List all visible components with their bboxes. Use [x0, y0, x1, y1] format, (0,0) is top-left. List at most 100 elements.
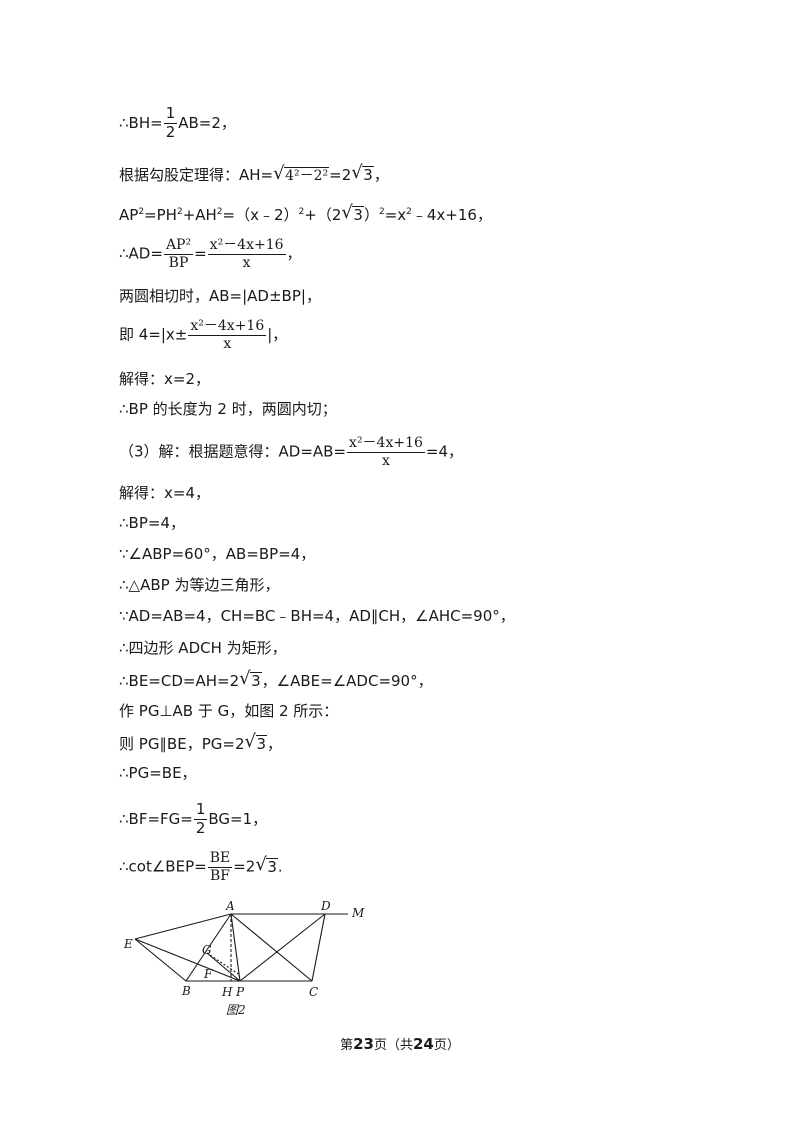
segment-gf-dashed	[206, 952, 241, 976]
sup: 2	[298, 207, 305, 217]
frac-num: 1	[193, 800, 208, 820]
text: =4，	[425, 442, 464, 461]
line-bp-length: ∴BP 的长度为 2 时，两圆内切；	[119, 400, 337, 418]
figure-caption: 图2	[226, 1003, 246, 1017]
line-bp: ∴BP=4，	[119, 514, 185, 532]
line-pythagoras: 根据勾股定理得：AH=√4²－2²=2√3，	[119, 162, 389, 184]
sup: 2	[216, 207, 223, 217]
frac-den: 2	[195, 818, 206, 837]
text: =（x﹣2）	[222, 206, 299, 224]
segment-ab	[185, 913, 232, 982]
segment-ac	[230, 913, 313, 982]
segment-gp	[206, 952, 241, 982]
text: =	[194, 244, 207, 263]
frac-num: BE	[207, 850, 233, 868]
frac-num: x²－4x+16	[207, 237, 286, 255]
text: 第	[340, 1038, 354, 1053]
text: ）	[363, 206, 379, 224]
text: +（2	[304, 206, 342, 224]
sqrt: √3	[351, 162, 374, 184]
text: AP	[119, 206, 139, 224]
text: ﹣4x+16，	[411, 206, 492, 224]
page-total: 24	[413, 1035, 434, 1053]
sqrt: √4²－2²	[273, 163, 330, 184]
label-p: P	[235, 985, 245, 999]
sup: 2	[406, 207, 412, 217]
sqrt: √3	[341, 202, 364, 224]
text: （3）解：根据题意得：AD=AB=	[119, 442, 347, 461]
sup: 2	[378, 207, 385, 217]
frac-num: x²－4x+16	[347, 435, 425, 453]
frac-den: x	[382, 452, 390, 469]
line-pg-parallel: 则 PG∥BE，PG=2√3，	[119, 731, 283, 753]
frac-num: AP²	[163, 237, 194, 255]
line-pg-perp: 作 PG⊥AB 于 G，如图 2 所示：	[119, 702, 339, 720]
line-equilateral: ∴△ABP 为等边三角形，	[119, 576, 280, 594]
sqrt: √3	[239, 668, 262, 690]
text: =PH	[144, 206, 177, 224]
text: ，	[286, 244, 302, 263]
frac-den: x	[223, 335, 232, 352]
label-g: G	[202, 943, 212, 957]
geometry-figure: A D M E G F B H P C 图2	[123, 899, 365, 1017]
text: AB=2，	[178, 113, 236, 132]
text: 根据勾股定理得：AH=	[119, 166, 274, 184]
frac-den: x	[242, 254, 251, 271]
text: ∴AD=	[119, 244, 163, 263]
label-a: A	[225, 899, 235, 913]
frac-num: x²－4x+16	[188, 318, 267, 336]
text: =2	[329, 166, 352, 184]
line-angle-abp: ∵∠ABP=60°，AB=BP=4，	[119, 545, 316, 563]
label-d: D	[320, 899, 331, 913]
text: ，∠ABE=∠ADC=90°，	[261, 672, 433, 690]
segment-dc	[311, 913, 326, 982]
segment-ea	[134, 913, 232, 940]
sqrt: √3	[255, 853, 278, 876]
label-b: B	[181, 984, 191, 998]
text: BG=1，	[208, 809, 268, 828]
segment-eb	[134, 938, 187, 982]
label-h: H	[221, 985, 233, 999]
segment-dp	[239, 913, 326, 982]
label-e: E	[123, 937, 133, 951]
text: +AH	[182, 206, 217, 224]
text: =x	[384, 206, 407, 224]
text: ∴cot∠BEP=	[119, 857, 207, 876]
text: ，	[267, 735, 283, 753]
page-footer: 第23页（共24页）	[0, 1034, 800, 1053]
text: ∴BE=CD=AH=2	[119, 672, 240, 690]
line-solve-2: 解得：x=4，	[119, 484, 210, 502]
segment-ap	[230, 913, 241, 982]
text: .	[277, 857, 283, 876]
text: ∴BH=	[119, 113, 163, 132]
line-pg-be: ∴PG=BE，	[119, 764, 197, 782]
sup: 2	[138, 207, 145, 217]
text: ∴BF=FG=	[119, 809, 193, 828]
radicand: 3	[362, 166, 374, 184]
radicand: 3	[250, 672, 262, 690]
line-rectangle: ∴四边形 ADCH 为矩形，	[119, 639, 287, 657]
line-be-cd: ∴BE=CD=AH=2√3，∠ABE=∠ADC=90°，	[119, 668, 433, 690]
radicand: 3	[352, 206, 364, 224]
text: 则 PG∥BE，PG=2	[119, 735, 245, 753]
text: =2	[233, 857, 256, 876]
sqrt: √3	[244, 731, 268, 753]
radicand: 4²－2²	[284, 167, 330, 184]
radicand: 3	[266, 857, 278, 876]
line-solve-1: 解得：x=2，	[119, 370, 210, 388]
frac-den: BF	[209, 867, 230, 884]
label-m: M	[351, 906, 365, 920]
line-tangent: 两圆相切时，AB=|AD±BP|，	[119, 287, 321, 305]
text: 即 4=|x±	[119, 325, 188, 344]
text: 页）	[433, 1038, 460, 1053]
